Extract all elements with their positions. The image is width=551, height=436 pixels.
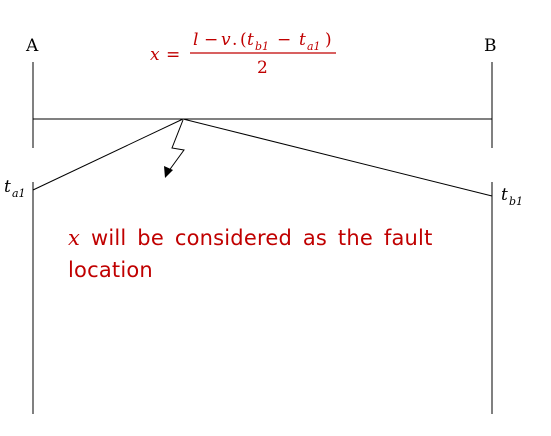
time-label-tb1-main: t <box>501 185 508 205</box>
time-label-tb1-sub: b1 <box>509 195 523 208</box>
terminal-b-label: B <box>484 36 497 56</box>
formula-lhs: x <box>150 45 160 65</box>
formula-num-t1: t <box>247 30 254 50</box>
wave-path-to-a <box>32 118 184 191</box>
lightning-bolt-icon <box>164 119 185 178</box>
note-text: will be considered as the fault location <box>68 226 433 282</box>
formula-num-l: l <box>193 30 198 50</box>
time-label-ta1-sub: a1 <box>12 187 26 200</box>
formula-num-v: v <box>221 30 231 50</box>
wave-path-to-b <box>182 118 493 197</box>
formula-num-t2-sub: a1 <box>307 40 321 53</box>
terminal-a-label: A <box>25 36 39 56</box>
time-label-tb1: t b1 <box>501 185 523 208</box>
fault-distance-formula: x = l − v . ( t b1 − t a1 ) 2 <box>150 30 336 78</box>
formula-num-close: ) <box>325 30 332 50</box>
formula-num-t2: t <box>299 30 306 50</box>
note-variable: x <box>68 226 81 250</box>
formula-num-minus2: − <box>277 30 291 50</box>
formula-equals: = <box>166 45 180 65</box>
time-label-ta1-main: t <box>4 177 11 197</box>
fault-location-note: x will be considered as the fault locati… <box>68 222 468 286</box>
formula-num-minus: − <box>204 30 218 50</box>
formula-num-open: ( <box>240 30 247 50</box>
time-label-ta1: t a1 <box>4 177 26 200</box>
formula-num-t1-sub: b1 <box>255 40 269 53</box>
formula-denominator: 2 <box>257 58 268 78</box>
formula-num-dot: . <box>232 30 237 50</box>
